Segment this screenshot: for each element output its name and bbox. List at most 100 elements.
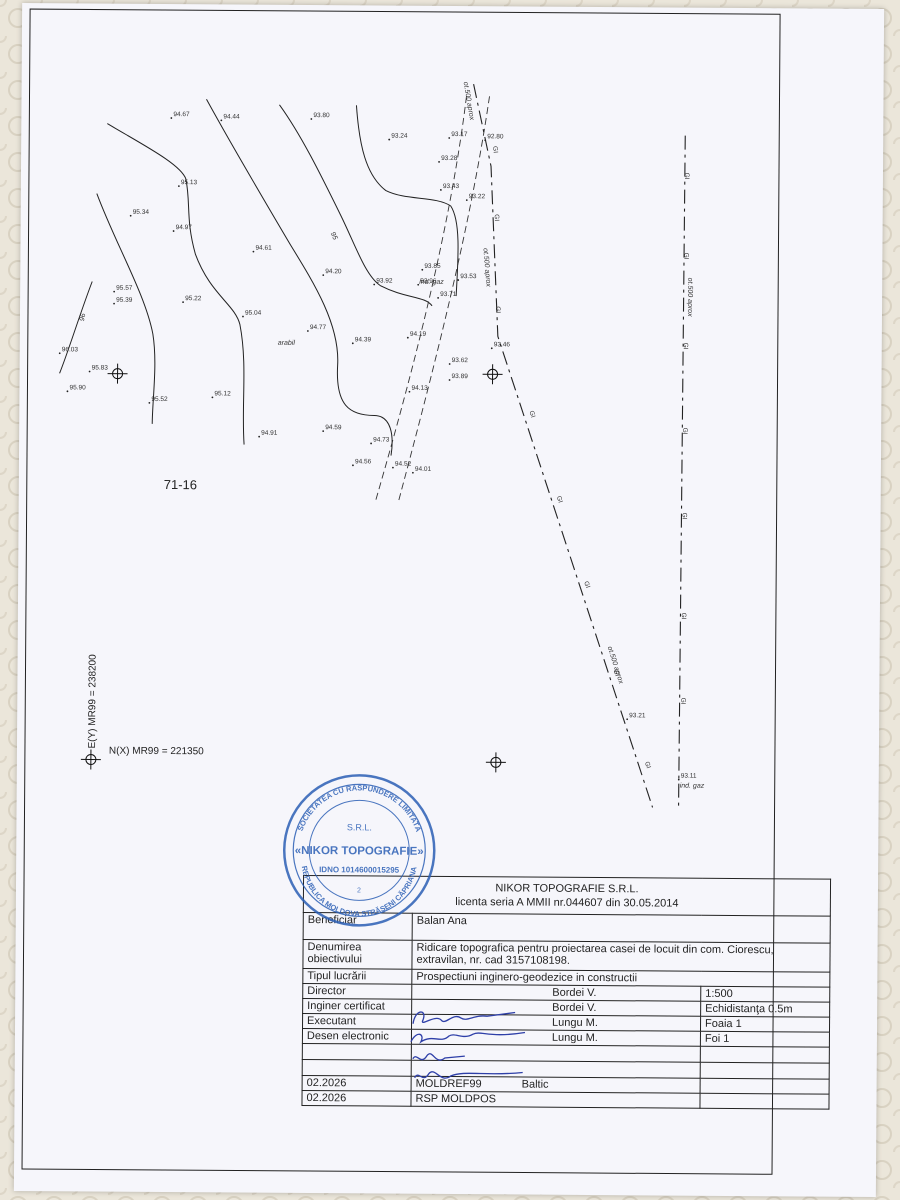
elevation-point-label: 93.71 xyxy=(440,291,457,298)
grid-cross-1 xyxy=(107,363,128,384)
contour-line xyxy=(206,99,393,456)
elevation-dot xyxy=(252,250,255,253)
grid-cross-3 xyxy=(80,749,101,770)
elevation-point-label: 95.12 xyxy=(214,390,231,397)
label-ind-gaz-2: ind. gaz xyxy=(680,783,705,790)
elevation-point-label: 94.59 xyxy=(325,424,342,431)
elevation-point-label: 93.85 xyxy=(424,263,441,270)
elevation-dot xyxy=(211,396,214,399)
company-stamp: SOCIETATEA CU RĂSPUNDERE LIMITATĂ REPUBL… xyxy=(282,774,436,927)
gas-marker: GI xyxy=(683,173,690,180)
elevation-point-label: 94.97 xyxy=(176,224,193,231)
contour-line xyxy=(279,104,433,307)
elevation-point-label: 95.52 xyxy=(151,396,168,403)
elevation-point-label: 93.17 xyxy=(451,131,468,138)
elevation-dot xyxy=(437,297,440,299)
staff-info: Echidistanţa 0.5m xyxy=(700,1001,830,1018)
contour-lines xyxy=(59,99,459,456)
elevation-point-label: 93.22 xyxy=(469,193,486,200)
elevation-point-label: 93.46 xyxy=(494,341,511,348)
gas-marker: GI xyxy=(493,214,500,221)
elevation-dot xyxy=(448,379,451,381)
elevation-dot xyxy=(448,363,451,365)
elevation-point-label: 93.11 xyxy=(681,773,697,780)
elevation-point-label: 94.20 xyxy=(325,268,342,275)
elevation-dot xyxy=(113,302,115,305)
elevation-point-label: 94.52 xyxy=(395,461,412,468)
elevation-point-label: 96.03 xyxy=(62,346,79,353)
label-contour-95: 95 xyxy=(329,231,339,241)
gas-marker: GI xyxy=(682,253,689,260)
elevation-dot xyxy=(677,778,680,781)
elevation-dot xyxy=(310,118,313,120)
elevation-dot xyxy=(484,139,487,142)
label-pipe-d: ot.500 aprox xyxy=(606,646,625,686)
staff-role: Inginer certificat xyxy=(302,998,412,1015)
contour-line xyxy=(355,105,459,297)
contour-line xyxy=(107,123,245,445)
elevation-point-label: 92.80 xyxy=(487,133,504,140)
elevation-dot xyxy=(392,466,394,469)
label-obiectiv: Denumirea obiectivului xyxy=(302,939,413,970)
staff-role: Executant xyxy=(302,1013,412,1030)
label-tip-lucrare: Tipul lucrării xyxy=(302,968,412,985)
coordinate-n: N(X) MR99 = 221350 xyxy=(109,746,204,758)
label-arabil: arabil xyxy=(278,340,296,347)
elevation-dot xyxy=(258,435,261,438)
stamp-number: 2 xyxy=(357,887,361,894)
label-pipe-c: ot.500 aprox xyxy=(686,278,693,317)
elevation-dot xyxy=(322,430,325,433)
gas-lines xyxy=(473,84,686,808)
staff-info: 1:500 xyxy=(700,986,830,1003)
elevation-dot xyxy=(242,315,244,318)
elevation-point-label: 94.44 xyxy=(223,113,240,120)
row-obiectiv: Denumirea obiectivului Ridicare topograf… xyxy=(302,939,831,973)
elevation-point-label: 95.83 xyxy=(92,364,109,371)
gas-line-diagonal xyxy=(473,84,654,808)
stamp-name: «NIKOR TOPOGRAFIE» xyxy=(295,845,424,858)
elevation-point-label: 95.13 xyxy=(181,179,198,186)
coordinate-e: E(Y) MR99 = 238200 xyxy=(87,654,99,749)
gas-marker: GI xyxy=(555,495,564,504)
elevation-point-label: 95.39 xyxy=(116,297,133,304)
elevation-dot xyxy=(148,402,151,404)
elevation-point-label: 94.13 xyxy=(411,385,428,392)
elevation-dot xyxy=(351,342,354,345)
elevation-point-label: 94.67 xyxy=(173,111,190,118)
elevation-dot xyxy=(417,283,420,286)
elevation-dot xyxy=(465,199,468,202)
elevation-dot xyxy=(388,138,391,141)
footer-system: RSP MOLDPOS xyxy=(410,1091,701,1109)
footer-date: 02.2026 xyxy=(302,1075,412,1092)
elevation-dot xyxy=(370,442,372,445)
footer-row: 02.2026 RSP MOLDPOS xyxy=(301,1090,830,1110)
elevation-dot xyxy=(408,390,411,393)
gas-marker: GI xyxy=(643,761,652,770)
value-obiectiv: Ridicare topografica pentru proiectarea … xyxy=(411,940,831,973)
gas-marker: GI xyxy=(491,146,499,154)
elevation-point-label: 94.91 xyxy=(261,430,278,437)
elevation-point-label: 94.56 xyxy=(355,458,372,465)
elevation-dot xyxy=(322,274,325,277)
gas-marker: GI xyxy=(681,513,688,520)
contour-line xyxy=(96,193,156,424)
elevation-point-label: 93.80 xyxy=(313,112,330,119)
elevation-dot xyxy=(172,230,175,232)
elevation-dot xyxy=(66,390,69,393)
elevation-dot xyxy=(177,185,180,188)
footer-date: 02.2026 xyxy=(301,1090,412,1107)
pipe-lines-upper xyxy=(375,96,490,501)
gas-marker: GI xyxy=(582,580,591,589)
elevation-dot xyxy=(220,119,223,122)
elevation-point-label: 95.90 xyxy=(69,384,86,391)
label-ind-gaz-1: ind. gaz xyxy=(419,279,444,286)
elevation-dot xyxy=(113,290,116,293)
elevation-dot xyxy=(438,161,440,163)
elevation-dot xyxy=(626,718,629,721)
grid-cross-4 xyxy=(485,752,506,773)
elevation-point-label: 94.77 xyxy=(310,324,327,331)
elevation-dot xyxy=(129,214,132,217)
gas-marker: GI xyxy=(679,698,686,705)
elevation-point-label: 95.34 xyxy=(133,209,150,216)
